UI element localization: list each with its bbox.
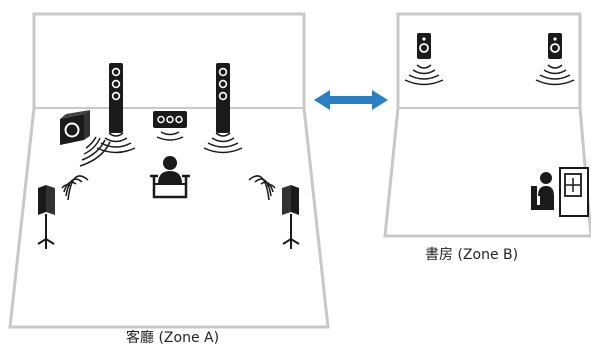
zone-b-back-wall: [396, 12, 582, 108]
listener-zone-a-icon: [150, 156, 190, 199]
surround-right-speaker-icon: [248, 175, 300, 249]
subwoofer-icon: [60, 110, 111, 167]
zone-b-right-speaker-icon: [535, 32, 575, 86]
zone-link-arrow-icon: [314, 90, 388, 110]
zone-a-back-wall: [32, 12, 306, 108]
zone-b-left-speaker-icon: [404, 32, 444, 86]
listener-zone-b-icon: [531, 167, 589, 217]
zone-b-label: 書房 (Zone B): [425, 247, 519, 263]
surround-left-speaker-icon: [37, 175, 89, 249]
center-speaker-icon: [153, 111, 187, 141]
zone-a-label: 客廳 (Zone A): [126, 330, 220, 346]
zone-a-side-walls: [8, 107, 330, 329]
zone-a-room: [8, 12, 330, 329]
